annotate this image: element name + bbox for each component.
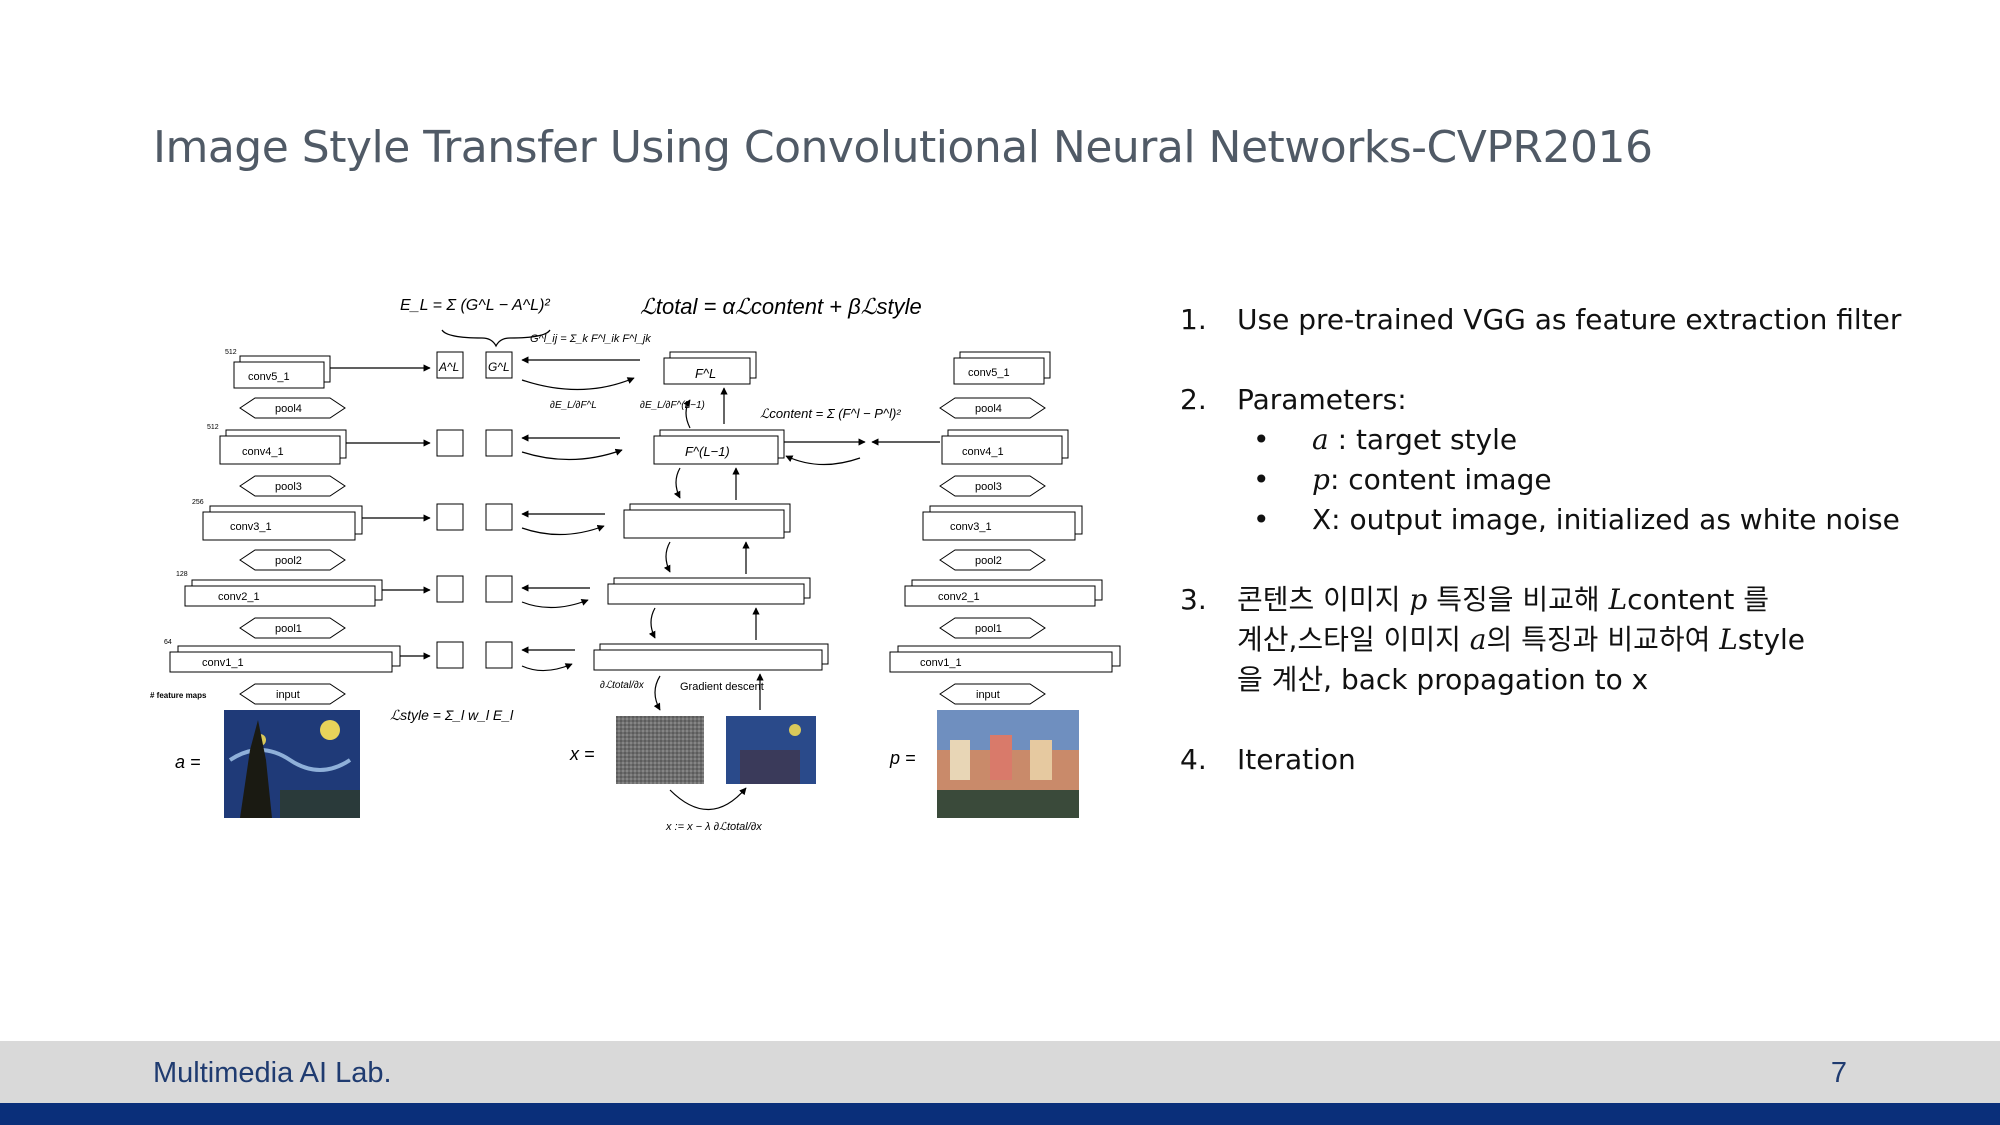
gram-matrices: A^L G^L (436, 351, 513, 669)
footer-bar: Multimedia AI Lab. 7 (0, 1041, 2000, 1103)
label-AL: A^L (438, 360, 459, 374)
text-run: 콘텐츠 이미지 (1237, 583, 1410, 616)
text-run: 의 특징과 비교하여 (1486, 623, 1720, 656)
param-text: : content image (1329, 463, 1552, 496)
pool-label: pool1 (275, 623, 302, 635)
channel-count: 64 (164, 639, 172, 646)
param-item: • p: content image (1180, 460, 1940, 500)
text-run: content 를 (1627, 583, 1770, 616)
slide-title: Image Style Transfer Using Convolutional… (153, 122, 1653, 173)
item-line: 콘텐츠 이미지 p 특징을 비교해 Lcontent 를 (1237, 580, 1940, 620)
var-L-inline: L (1608, 583, 1628, 616)
bullet: • (1253, 423, 1270, 456)
bottom-accent-bar (0, 1103, 2000, 1125)
pool-label: pool2 (975, 555, 1002, 567)
param-text: : target style (1328, 423, 1518, 456)
eq-EL: E_L = Σ (G^L − A^L)² (400, 297, 550, 314)
text-run: style (1737, 623, 1806, 656)
label-FL: F^L (695, 366, 716, 381)
style-transfer-diagram: E_L = Σ (G^L − A^L)² ℒtotal = αℒcontent … (150, 294, 1121, 833)
param-text: X: output image, initialized as white no… (1312, 503, 1900, 536)
layer-label: conv2_1 (218, 591, 260, 603)
eq-dL-dx: ∂ℒtotal/∂x (600, 680, 645, 691)
layer-label: conv3_1 (950, 521, 992, 533)
item-text: Parameters: (1237, 383, 1407, 416)
pool-label: pool4 (975, 403, 1002, 415)
item-number: 1. (1180, 303, 1207, 336)
starry-night-image (224, 710, 360, 818)
item-number: 3. (1180, 583, 1207, 616)
var-L-inline: L (1719, 623, 1738, 656)
eq-dE-dF: ∂E_L/∂F^L (550, 400, 597, 411)
bullet: • (1253, 463, 1270, 496)
text-run: 계산,스타일 이미지 (1237, 623, 1470, 656)
var-a: a = (175, 752, 201, 772)
pool-label: pool2 (275, 555, 302, 567)
layer-label: conv5_1 (248, 371, 290, 383)
pool-label: pool4 (275, 403, 302, 415)
eq-gram: G^l_ij = Σ_k F^l_ik F^l_jk (530, 333, 651, 345)
content-list: 1. Use pre-trained VGG as feature extrac… (1180, 300, 1940, 780)
pool-label: pool3 (275, 481, 302, 493)
layer-label: conv4_1 (962, 446, 1004, 458)
param-item: • a : target style (1180, 420, 1940, 460)
item-line: 계산,스타일 이미지 a의 특징과 비교하여 Lstyle (1237, 620, 1940, 660)
item-line: 을 계산, back propagation to x (1237, 663, 1649, 696)
layer-label: conv4_1 (242, 446, 284, 458)
param-item: • X: output image, initialized as white … (1180, 500, 1940, 540)
var-a-inline: a (1469, 623, 1487, 656)
var-p-inline: p (1409, 583, 1428, 616)
list-item: 4. Iteration (1180, 740, 1940, 780)
layer-label: conv2_1 (938, 591, 980, 603)
gradient-label: Gradient descent (680, 681, 764, 693)
item-text: Use pre-trained VGG as feature extractio… (1237, 303, 1902, 336)
item-number: 2. (1180, 383, 1207, 416)
param-var: a (1312, 423, 1329, 456)
left-network: 512 conv5_1 pool4 512 conv4_1 pool3 256 … (150, 349, 401, 818)
layer-label: conv5_1 (968, 367, 1010, 379)
param-var: p (1312, 463, 1330, 496)
pool-label: pool1 (975, 623, 1002, 635)
input-label: input (976, 689, 1000, 701)
channel-count: 512 (225, 349, 237, 356)
center-network: F^L ∂E_L/∂F^(L−1) F^(L−1) ∂ℒtotal/∂x Gra… (569, 351, 829, 833)
var-x: x = (569, 744, 595, 764)
var-p: p = (889, 748, 916, 768)
right-network: conv5_1 pool4 conv4_1 pool3 conv3_1 pool… (889, 351, 1121, 818)
label-GL: G^L (488, 360, 510, 374)
pool-label: pool3 (975, 481, 1002, 493)
list-item: 1. Use pre-trained VGG as feature extrac… (1180, 300, 1940, 340)
lab-name: Multimedia AI Lab. (153, 1057, 392, 1089)
input-label: input (276, 689, 300, 701)
tubingen-image (937, 710, 1079, 818)
generated-image (726, 716, 816, 784)
noise-image (616, 716, 704, 784)
eq-style: ℒstyle = Σ_l w_l E_l (390, 707, 514, 723)
page-number: 7 (1830, 1057, 1847, 1089)
layer-label: conv1_1 (202, 657, 244, 669)
label-FL1: F^(L−1) (685, 444, 730, 459)
bullet: • (1253, 503, 1270, 536)
channel-count: 256 (192, 499, 204, 506)
item-text: Iteration (1237, 743, 1356, 776)
item-number: 4. (1180, 743, 1207, 776)
feature-maps-label: # feature maps (150, 691, 207, 700)
channel-count: 128 (176, 571, 188, 578)
list-item: 2. Parameters: (1180, 380, 1940, 420)
layer-label: conv3_1 (230, 521, 272, 533)
eq-content: ℒcontent = Σ (F^l − P^l)² (760, 406, 901, 421)
channel-count: 512 (207, 424, 219, 431)
eq-update: x := x − λ ∂ℒtotal/∂x (665, 821, 762, 833)
text-run: 특징을 비교해 (1427, 583, 1609, 616)
layer-label: conv1_1 (920, 657, 962, 669)
eq-dE-dF1: ∂E_L/∂F^(L−1) (640, 400, 705, 411)
list-item: 3. 콘텐츠 이미지 p 특징을 비교해 Lcontent 를 계산,스타일 이… (1180, 580, 1940, 700)
eq-total: ℒtotal = αℒcontent + βℒstyle (640, 294, 922, 319)
